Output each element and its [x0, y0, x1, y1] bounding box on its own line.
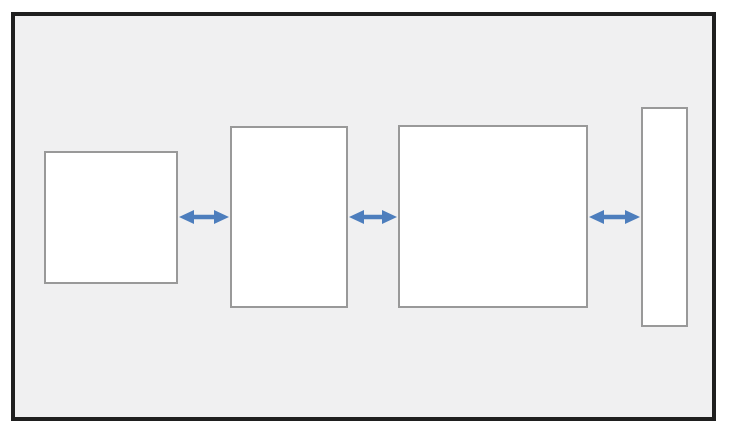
diagram-box-1 [44, 151, 178, 284]
diagram-box-2 [230, 126, 348, 308]
diagram-box-4 [641, 107, 688, 327]
diagram-box-3 [398, 125, 588, 308]
